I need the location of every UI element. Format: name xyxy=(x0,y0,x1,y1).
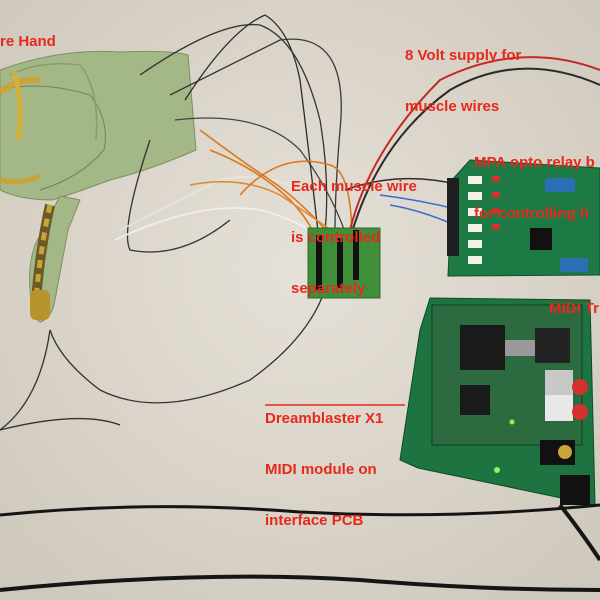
dreamblaster-label-line1: Dreamblaster X1 xyxy=(265,410,384,427)
muscle-label-line2: is controlled xyxy=(291,229,381,246)
muscle-label: Each muscle wire is controlled separatel… xyxy=(291,144,417,314)
muscle-label-line1: Each muscle wire xyxy=(291,178,417,195)
supply-label-line2: muscle wires xyxy=(405,98,500,115)
paper-hand xyxy=(0,50,197,323)
dreamblaster-label-line2: MIDI module on xyxy=(265,461,377,478)
dreamblaster-label-line3: interface PCB xyxy=(265,512,364,529)
hand-label: re Hand xyxy=(0,33,56,50)
interface-pcb xyxy=(399,297,596,506)
supply-label-line1: 8 Volt supply for xyxy=(405,47,522,64)
midi-label: MIDI Tr xyxy=(549,300,600,317)
relay-label-line1: MPA opto relay b xyxy=(474,154,595,171)
dreamblaster-label: Dreamblaster X1 MIDI module on interface… xyxy=(265,376,383,546)
relay-label: MPA opto relay b for controlling h xyxy=(474,120,595,239)
supply-label: 8 Volt supply for muscle wires xyxy=(405,13,521,132)
supply-wires xyxy=(344,56,600,264)
muscle-wires xyxy=(0,14,353,431)
relay-label-line2: for controlling h xyxy=(474,205,589,222)
perfboard xyxy=(307,227,381,299)
relay-board xyxy=(447,159,600,277)
bottom-cables xyxy=(0,417,600,592)
muscle-label-line3: separately xyxy=(291,280,366,297)
